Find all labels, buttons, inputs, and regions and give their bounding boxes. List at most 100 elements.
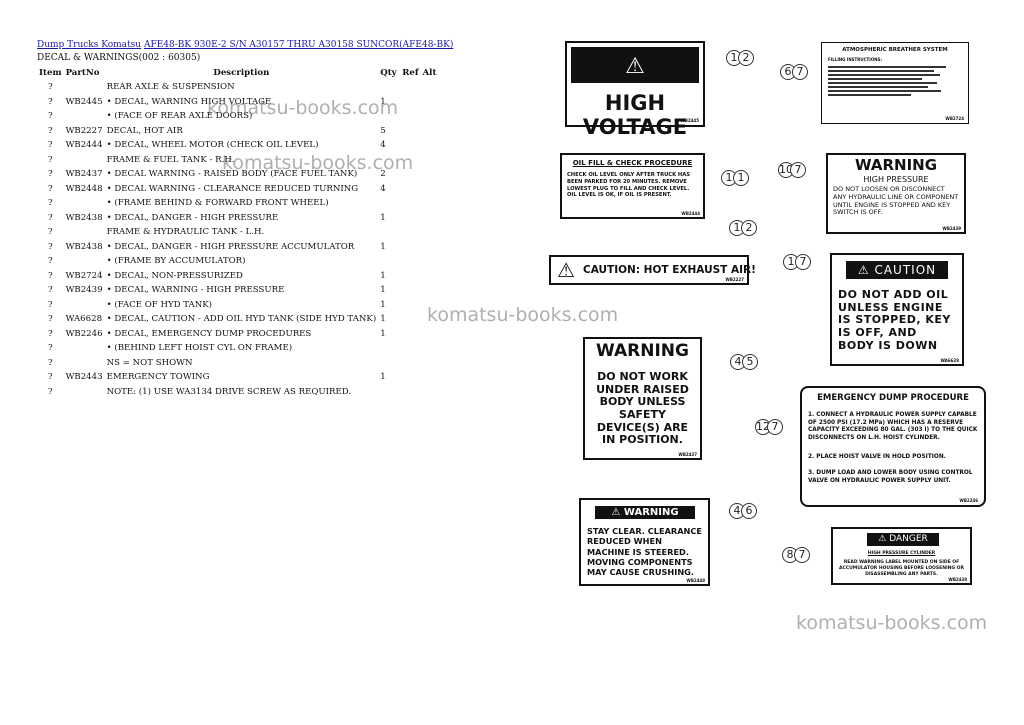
table-row: ?NS = NOT SHOWN bbox=[37, 356, 441, 371]
table-row: ?• (FACE OF HYD TANK)1 bbox=[37, 298, 441, 313]
cell-item: ? bbox=[47, 386, 53, 397]
decal-text: DO NOT WORK UNDER RAISED BODY UNLESS SAF… bbox=[596, 370, 689, 447]
cell-partno: WB2444 bbox=[65, 140, 103, 151]
cell-qty: 1 bbox=[380, 314, 386, 325]
decal-title: ATMOSPHERIC BREATHER SYSTEM bbox=[842, 47, 948, 53]
cell-partno bbox=[64, 254, 105, 269]
cell-item: ? bbox=[47, 372, 53, 383]
cell-partno bbox=[64, 109, 105, 124]
cell-alt bbox=[421, 124, 441, 139]
table-row: ?WB2448• DECAL WARNING - CLEARANCE REDUC… bbox=[37, 182, 441, 197]
cell-description: • DECAL, DANGER - HIGH PRESSURE ACCUMULA… bbox=[106, 241, 355, 252]
cell-ref bbox=[400, 80, 420, 95]
cell-alt bbox=[421, 370, 441, 385]
decal-title: EMERGENCY DUMP PROCEDURE bbox=[817, 393, 969, 403]
cell-qty bbox=[378, 225, 400, 240]
cell-ref bbox=[400, 95, 420, 110]
cell-partno: WB2724 bbox=[65, 270, 103, 281]
cell-item: ? bbox=[47, 328, 53, 339]
cell-qty: 2 bbox=[380, 169, 386, 180]
decal-text: READ WARNING LABEL MOUNTED ON SIDE OF AC… bbox=[839, 560, 964, 577]
cell-description: • DECAL, EMERGENCY DUMP PROCEDURES bbox=[106, 328, 312, 339]
cell-alt bbox=[421, 225, 441, 240]
cell-qty: 1 bbox=[380, 241, 386, 252]
cell-item: ? bbox=[47, 256, 53, 267]
cell-ref bbox=[400, 298, 420, 313]
cell-description: FRAME & HYDRAULIC TANK - L.H. bbox=[106, 227, 265, 238]
cell-partno: WB2246 bbox=[65, 328, 103, 339]
cell-ref bbox=[400, 341, 420, 356]
cell-ref bbox=[400, 124, 420, 139]
table-row: ?• (FACE OF REAR AXLE DOORS) bbox=[37, 109, 441, 124]
cell-qty: 1 bbox=[380, 270, 386, 281]
cell-item: ? bbox=[47, 169, 53, 180]
breadcrumb-link-model[interactable]: AFE48-BK 930E-2 S/N A30157 THRU A30158 S… bbox=[143, 40, 454, 50]
cell-item: ? bbox=[47, 198, 53, 209]
table-row: ?REAR AXLE & SUSPENSION bbox=[37, 80, 441, 95]
decal-warning-high-pressure: WARNING HIGH PRESSURE DO NOT LOOSEN OR D… bbox=[826, 153, 966, 234]
table-row: ?WB2444• DECAL, WHEEL MOTOR (CHECK OIL L… bbox=[37, 138, 441, 153]
cell-qty: 4 bbox=[380, 140, 386, 151]
cell-qty: 1 bbox=[380, 299, 386, 310]
cell-alt bbox=[421, 356, 441, 371]
cell-alt bbox=[421, 138, 441, 153]
warning-triangle-icon: ⚠ bbox=[878, 534, 887, 544]
cell-alt bbox=[421, 283, 441, 298]
decal-code: WB2438 bbox=[948, 577, 967, 582]
table-row: ? NOTE: (1) USE WA3134 DRIVE SCREW AS REQ… bbox=[37, 385, 441, 400]
col-partno: PartNo bbox=[65, 68, 100, 78]
cell-item: ? bbox=[47, 285, 53, 296]
watermark-text: komatsu-books.com bbox=[427, 304, 619, 326]
table-row: ?WA6628• DECAL, CAUTION - ADD OIL HYD TA… bbox=[37, 312, 441, 327]
parts-table: Item PartNo Description Qty Ref Alt ?REA… bbox=[37, 66, 441, 399]
decal-code: WB2444 bbox=[681, 211, 700, 216]
cell-item: ? bbox=[47, 357, 53, 368]
cell-alt bbox=[421, 269, 441, 284]
caution-banner: ⚠ CAUTION bbox=[846, 261, 948, 279]
table-row: ?• (FRAME BY ACCUMULATOR) bbox=[37, 254, 441, 269]
decal-fine-print bbox=[828, 64, 946, 98]
cell-ref bbox=[400, 385, 420, 400]
breadcrumb-link-category[interactable]: Dump Trucks Komatsu bbox=[37, 40, 142, 50]
cell-partno: WB2448 bbox=[65, 183, 103, 194]
cell-qty bbox=[378, 385, 400, 400]
cell-partno bbox=[64, 225, 105, 240]
cell-qty bbox=[378, 341, 400, 356]
cell-description: • DECAL, CAUTION - ADD OIL HYD TANK (SID… bbox=[106, 314, 377, 325]
cell-qty bbox=[378, 254, 400, 269]
table-row: ?WB2437• DECAL WARNING - RAISED BODY (FA… bbox=[37, 167, 441, 182]
table-row: ?FRAME & FUEL TANK - R.H. bbox=[37, 153, 441, 168]
decal-oil-fill-check: OIL FILL & CHECK PROCEDURE CHECK OIL LEV… bbox=[560, 153, 705, 219]
decal-step-3: 3. DUMP LOAD AND LOWER BODY USING CONTRO… bbox=[808, 470, 973, 484]
cell-description: • DECAL, NON-PRESSURIZED bbox=[106, 270, 243, 281]
cell-partno: WB2227 bbox=[65, 125, 103, 136]
cell-qty: 1 bbox=[380, 372, 386, 383]
warning-triangle-icon: ⚠ bbox=[611, 507, 621, 518]
decal-title: OIL FILL & CHECK PROCEDURE bbox=[572, 159, 693, 167]
decal-subtitle: HIGH PRESSURE bbox=[863, 175, 929, 184]
decal-code: WB2227 bbox=[725, 277, 744, 282]
cell-ref bbox=[400, 327, 420, 342]
cell-ref bbox=[400, 269, 420, 284]
col-alt: Alt bbox=[422, 68, 437, 78]
cell-ref bbox=[400, 370, 420, 385]
cell-description: NOTE: (1) USE WA3134 DRIVE SCREW AS REQU… bbox=[106, 386, 352, 397]
col-ref: Ref bbox=[402, 68, 419, 78]
cell-partno bbox=[64, 153, 105, 168]
cell-ref bbox=[400, 356, 420, 371]
cell-ref bbox=[400, 312, 420, 327]
col-qty: Qty bbox=[380, 68, 397, 78]
decal-code: WB2246 bbox=[959, 498, 978, 503]
cell-alt bbox=[421, 211, 441, 226]
cell-qty bbox=[378, 196, 400, 211]
cell-alt bbox=[421, 341, 441, 356]
cell-ref bbox=[400, 182, 420, 197]
